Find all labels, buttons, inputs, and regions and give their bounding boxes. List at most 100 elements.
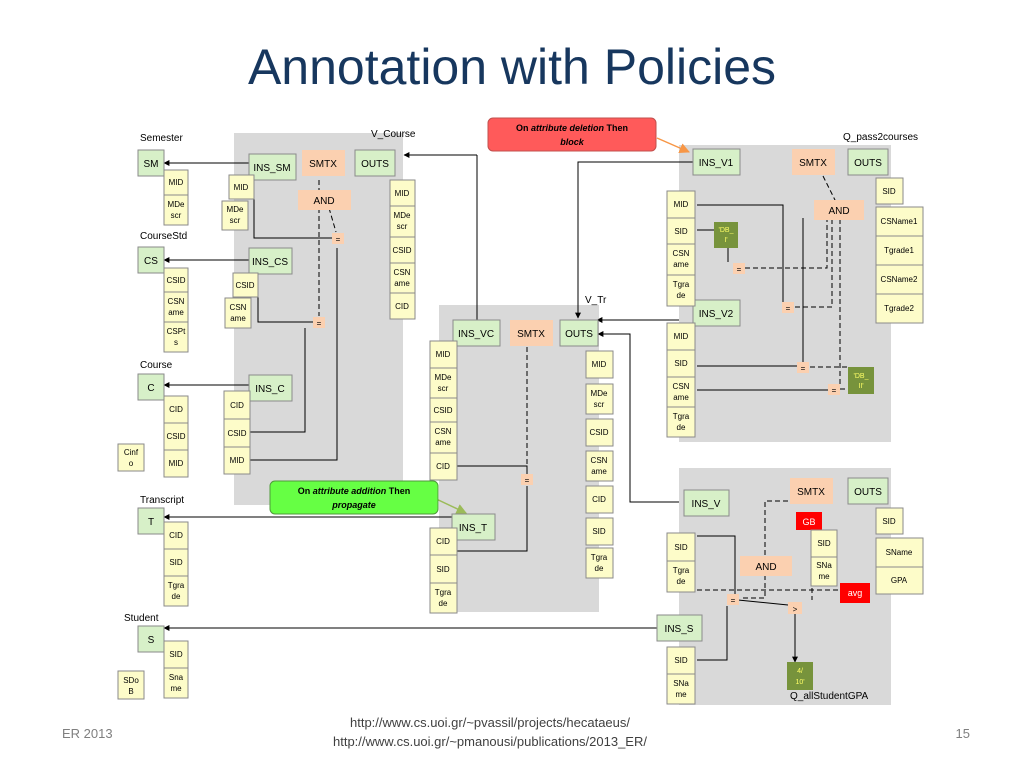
node-const-db-2[interactable] [848,367,874,394]
attr-box[interactable] [666,646,696,675]
footer-url-link[interactable]: http://www.cs.uoi.gr/~pvassil/projects/h… [350,715,630,730]
attr-box[interactable] [163,194,189,226]
node-ins-cs[interactable] [248,247,293,275]
node-smtx-q-pass2courses[interactable] [792,149,835,175]
attr-box[interactable] [163,521,189,550]
attr-box[interactable] [875,293,924,324]
attr-box[interactable] [666,532,696,562]
attr-box[interactable] [232,272,259,298]
node-outs-v-tr[interactable] [559,319,599,347]
attr-box[interactable] [221,200,249,231]
attr-box[interactable] [429,397,458,423]
node-gb[interactable] [796,512,822,530]
attr-box[interactable] [163,169,189,196]
attr-box[interactable] [223,418,251,448]
node-and-v-course[interactable] [298,190,351,210]
attr-box[interactable] [429,452,458,481]
attr-box[interactable] [429,582,458,614]
node-gt[interactable] [788,602,802,614]
attr-box[interactable] [666,243,696,276]
relation-s[interactable] [137,625,165,653]
attr-box[interactable] [585,383,614,415]
relation-sm[interactable] [137,149,165,177]
attr-box-sdob[interactable] [117,670,145,700]
attr-box[interactable] [163,548,189,577]
attr-box[interactable] [875,507,904,535]
attr-box[interactable] [666,673,696,705]
relation-cs[interactable] [137,246,165,274]
attr-box[interactable] [666,406,696,438]
attr-box[interactable] [429,340,458,369]
node-ins-vc[interactable] [452,319,501,347]
node-smtx-v-tr[interactable] [510,320,553,346]
node-ins-v[interactable] [683,489,730,517]
node-and-q-pass2courses[interactable] [814,200,864,220]
node-eq[interactable] [782,302,794,313]
node-ins-v1[interactable] [692,148,741,176]
attr-box[interactable] [224,297,252,329]
attr-box[interactable] [666,274,696,307]
node-and-q-allstudentgpa[interactable] [740,556,792,576]
attr-box[interactable] [429,421,458,454]
node-eq[interactable] [332,233,344,244]
node-ins-t[interactable] [451,513,496,541]
relation-t[interactable] [137,507,165,535]
attr-box[interactable] [429,527,458,556]
attr-box[interactable] [810,529,838,558]
attr-box[interactable] [389,205,416,238]
node-smtx-v-course[interactable] [302,150,345,176]
node-ins-c[interactable] [248,374,293,402]
attr-box[interactable] [585,450,614,482]
attr-box[interactable] [810,556,838,587]
node-ins-sm[interactable] [248,153,297,181]
attr-box[interactable] [163,321,189,353]
attr-box[interactable] [228,174,255,200]
attr-box[interactable] [163,291,189,323]
relation-c[interactable] [137,373,165,401]
node-eq[interactable] [733,263,745,274]
node-avg[interactable] [840,583,870,603]
attr-box[interactable] [666,560,696,593]
attr-box[interactable] [875,177,904,205]
attr-box[interactable] [163,395,189,424]
node-eq[interactable] [797,362,809,373]
node-outs-v-course[interactable] [354,149,396,177]
node-ins-v2[interactable] [692,299,741,327]
node-eq[interactable] [313,317,325,328]
attr-box[interactable] [389,262,416,294]
attr-box[interactable] [389,236,416,264]
attr-box[interactable] [163,667,189,699]
attr-box[interactable] [585,547,614,579]
node-eq[interactable] [727,594,739,605]
node-outs-q-pass2courses[interactable] [847,148,889,176]
attr-box[interactable] [223,390,251,420]
attr-box[interactable] [875,206,924,237]
attr-box[interactable] [163,449,189,478]
node-const-4-10[interactable] [787,662,813,690]
attr-box[interactable] [389,179,416,207]
attr-box[interactable] [875,235,924,266]
attr-box[interactable] [585,517,614,546]
attr-box[interactable] [666,190,696,219]
node-eq[interactable] [828,384,840,395]
attr-box-cinfo[interactable] [117,443,145,472]
footer-url-link[interactable]: http://www.cs.uoi.gr/~pmanousi/publicati… [333,734,647,749]
attr-box[interactable] [163,267,189,293]
attr-box[interactable] [875,537,924,568]
attr-box[interactable] [429,554,458,584]
attr-box[interactable] [666,322,696,351]
attr-box[interactable] [585,485,614,514]
attr-box[interactable] [585,350,614,379]
attr-box[interactable] [666,349,696,378]
attr-box[interactable] [223,446,251,475]
attr-box[interactable] [585,418,614,447]
node-const-db-1[interactable] [714,222,738,248]
node-smtx-q-allstudentgpa[interactable] [790,478,833,504]
attr-box[interactable] [163,575,189,607]
attr-box[interactable] [389,292,416,320]
node-eq[interactable] [521,474,533,485]
attr-box[interactable] [163,640,189,669]
attr-box[interactable] [875,566,924,595]
attr-box[interactable] [429,367,458,399]
node-outs-q-allstudentgpa[interactable] [847,477,889,505]
